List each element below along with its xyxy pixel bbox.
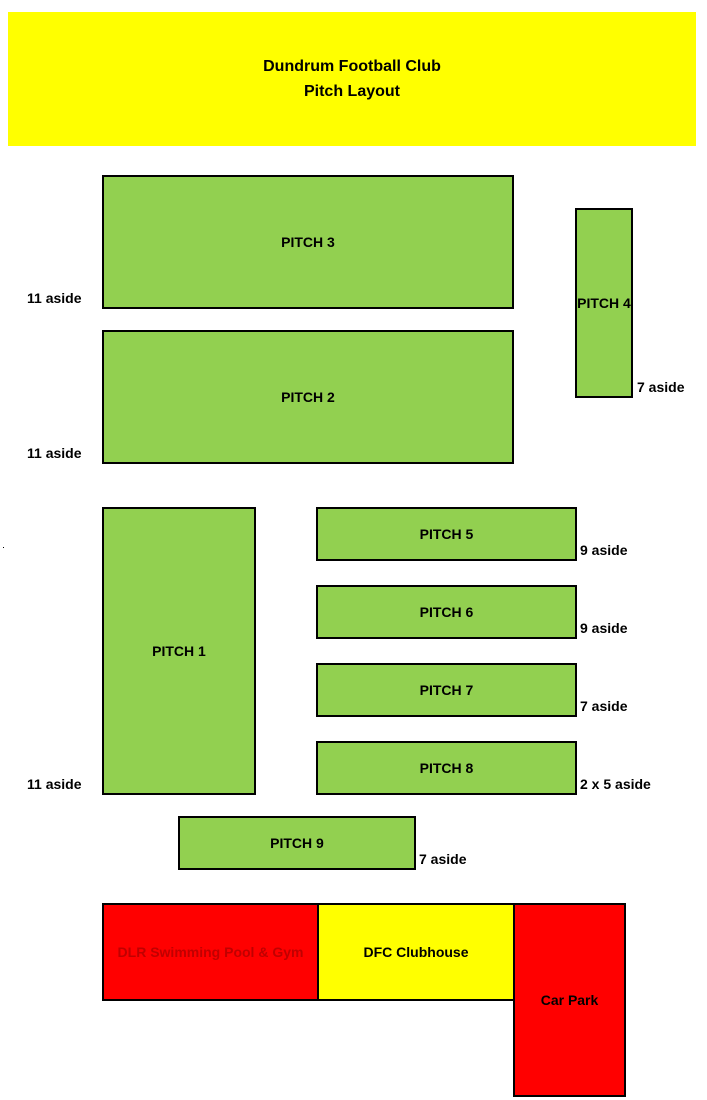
pitch-3-size: 11 aside bbox=[27, 290, 82, 306]
pitch-8: PITCH 8 bbox=[316, 741, 577, 795]
pitch-2-label: PITCH 2 bbox=[281, 389, 335, 405]
pitch-4: PITCH 4 bbox=[575, 208, 633, 398]
pitch-1-label: PITCH 1 bbox=[152, 643, 206, 659]
pitch-1: PITCH 1 bbox=[102, 507, 256, 795]
pitch-2-size: 11 aside bbox=[27, 445, 82, 461]
pitch-7: PITCH 7 bbox=[316, 663, 577, 717]
pitch-6: PITCH 6 bbox=[316, 585, 577, 639]
pitch-8-label: PITCH 8 bbox=[419, 760, 474, 776]
swimming-pool-gym: DLR Swimming Pool & Gym bbox=[102, 903, 319, 1001]
pitch-9: PITCH 9 bbox=[178, 816, 416, 870]
pitch-4-label: PITCH 4 bbox=[577, 295, 631, 311]
swimming-pool-gym-label: DLR Swimming Pool & Gym bbox=[117, 944, 304, 960]
car-park: Car Park bbox=[513, 903, 626, 1097]
pitch-3-label: PITCH 3 bbox=[281, 234, 335, 250]
pitch-4-size: 7 aside bbox=[637, 379, 685, 395]
pitch-8-size: 2 x 5 aside bbox=[580, 776, 651, 792]
pitch-6-size: 9 aside bbox=[580, 620, 628, 636]
pitch-5-size: 9 aside bbox=[580, 542, 628, 558]
pitch-3: PITCH 3 bbox=[102, 175, 514, 309]
pitch-7-size: 7 aside bbox=[580, 698, 628, 714]
pitch-9-size: 7 aside bbox=[419, 851, 467, 867]
pitch-5: PITCH 5 bbox=[316, 507, 577, 561]
title-banner: Dundrum Football Club Pitch Layout bbox=[8, 12, 696, 146]
pitch-6-label: PITCH 6 bbox=[419, 604, 474, 620]
title-club-name: Dundrum Football Club bbox=[263, 58, 441, 75]
pitch-9-label: PITCH 9 bbox=[270, 835, 324, 851]
clubhouse-label: DFC Clubhouse bbox=[363, 944, 469, 960]
stray-dot bbox=[3, 547, 4, 548]
car-park-label: Car Park bbox=[540, 992, 599, 1008]
clubhouse: DFC Clubhouse bbox=[317, 903, 515, 1001]
pitch-7-label: PITCH 7 bbox=[419, 682, 474, 698]
pitch-5-label: PITCH 5 bbox=[419, 526, 474, 542]
title-subtitle: Pitch Layout bbox=[303, 83, 400, 100]
pitch-2: PITCH 2 bbox=[102, 330, 514, 464]
pitch-1-size: 11 aside bbox=[27, 776, 82, 792]
